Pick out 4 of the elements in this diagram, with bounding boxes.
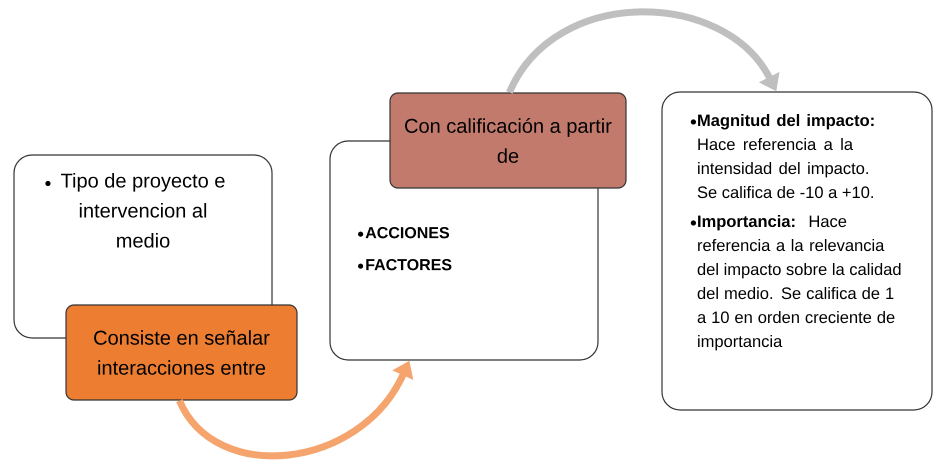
text-box: Magnitud del impacto: Hace referencia a la intensidad del impacto. Se califica de -10 a +10. Importancia: Hace referencia a la relevancia del impacto sobre la calidad del medio. Se califica de 1 a 10 en orden creciente de importancia [661,91,933,411]
curved-arrow [506,8,780,94]
label-box: Con calificación a partir de [389,92,627,189]
label-box: Consiste en señalar interacciones entre [65,304,298,401]
